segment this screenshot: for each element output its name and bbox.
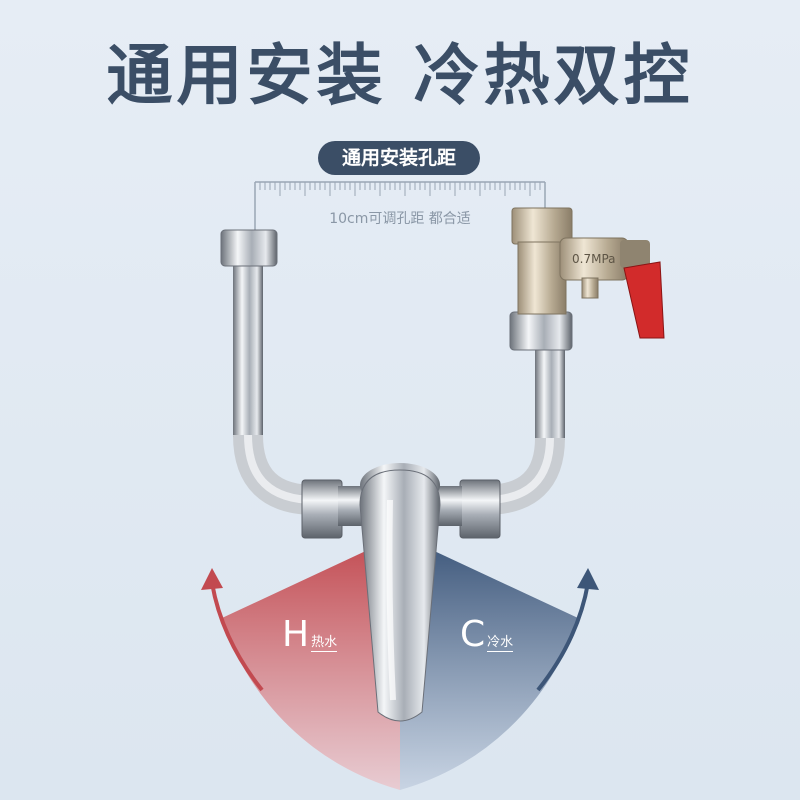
hole-distance-badge: 通用安装孔距	[318, 141, 480, 175]
right-pipe	[484, 311, 573, 515]
headline: 通用安装 冷热双控	[106, 37, 694, 114]
hot-text: 热水	[311, 631, 338, 652]
hot-arrow	[201, 568, 264, 692]
cold-text: 冷水	[487, 631, 514, 652]
cold-letter: C	[460, 614, 486, 655]
left-pipe	[220, 229, 316, 515]
hot-letter: H	[282, 614, 310, 655]
cold-sector	[400, 535, 578, 790]
cold-water-label: C 冷水	[460, 614, 514, 655]
hot-sector	[222, 535, 400, 790]
hot-water-label: H 热水	[282, 614, 338, 655]
ruler	[254, 181, 546, 250]
safety-valve: 0.7MPa	[511, 207, 665, 339]
valve-marking: 0.7MPa	[572, 252, 616, 266]
hole-distance-caption: 10cm可调孔距 都合适	[329, 211, 471, 227]
cold-arrow	[536, 568, 599, 692]
mixer-handle	[338, 463, 462, 722]
left-nut	[301, 479, 343, 539]
right-nut	[459, 479, 501, 539]
